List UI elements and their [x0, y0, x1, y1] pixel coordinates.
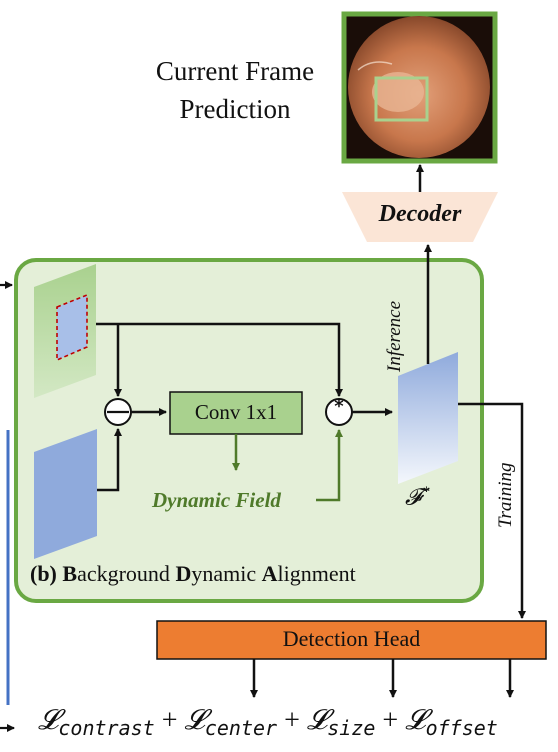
- loss-term-offset: offset: [425, 716, 498, 740]
- module-title-r1: ackground: [77, 561, 176, 586]
- module-title-r3: lignment: [277, 561, 356, 586]
- reference-to-subtract-arrow: [97, 428, 122, 492]
- loss-symbol-1: 𝓛: [38, 705, 59, 736]
- dynamic-field-label: Dynamic Field: [152, 488, 281, 512]
- loss-formula: 𝓛contrast + 𝓛center + 𝓛size + 𝓛offset: [38, 705, 498, 740]
- loss-symbol-4: 𝓛: [405, 705, 426, 736]
- detection-head-block: [156, 620, 547, 660]
- module-title-b3: A: [261, 561, 278, 586]
- conv-label: Conv 1x1: [194, 400, 278, 424]
- foreground-region: [56, 293, 88, 362]
- training-arrow: [458, 402, 526, 619]
- module-title-prefix: (b): [30, 561, 63, 586]
- inference-label: Inference: [384, 300, 405, 372]
- training-label: Training: [495, 462, 516, 528]
- module-title-b2: D: [175, 561, 192, 586]
- polyp-region: [372, 72, 424, 112]
- plus-3: +: [382, 705, 399, 736]
- plus-1: +: [161, 705, 178, 736]
- feature-symbol: 𝓕: [405, 484, 422, 510]
- loss-symbol-2: 𝓛: [184, 705, 205, 736]
- multiply-symbol: *: [334, 396, 344, 417]
- detection-head-label: Detection Head: [282, 626, 421, 651]
- field-to-multiply-arrow: [316, 429, 343, 502]
- loss-symbol-3: 𝓛: [306, 705, 328, 736]
- loss-term-center: center: [204, 716, 278, 740]
- detection-box: [374, 76, 429, 122]
- specular-highlight: [357, 61, 393, 71]
- prediction-title-line2: Prediction: [179, 94, 291, 124]
- current-to-multiply-arrow: [96, 322, 343, 397]
- module-title: (b) Background Dynamic Alignment: [30, 561, 356, 587]
- prediction-title-line1: Current Frame: [155, 56, 315, 86]
- decoder-block: [342, 192, 498, 242]
- module-title-r2: ynamic: [191, 561, 262, 586]
- prediction-title: Current Frame Prediction: [132, 52, 338, 128]
- feature-label: 𝓕*: [405, 484, 429, 511]
- conv-1x1-block: [169, 391, 303, 435]
- feature-superscript: *: [421, 484, 430, 500]
- plus-2: +: [284, 705, 300, 736]
- reference-feature-map: [34, 429, 97, 559]
- module-title-b1: B: [62, 561, 78, 586]
- aligned-feature-map: [398, 352, 458, 484]
- loss-term-size: size: [327, 716, 376, 740]
- decoder-label: Decoder: [378, 201, 462, 227]
- loss-term-contrast: contrast: [58, 716, 155, 740]
